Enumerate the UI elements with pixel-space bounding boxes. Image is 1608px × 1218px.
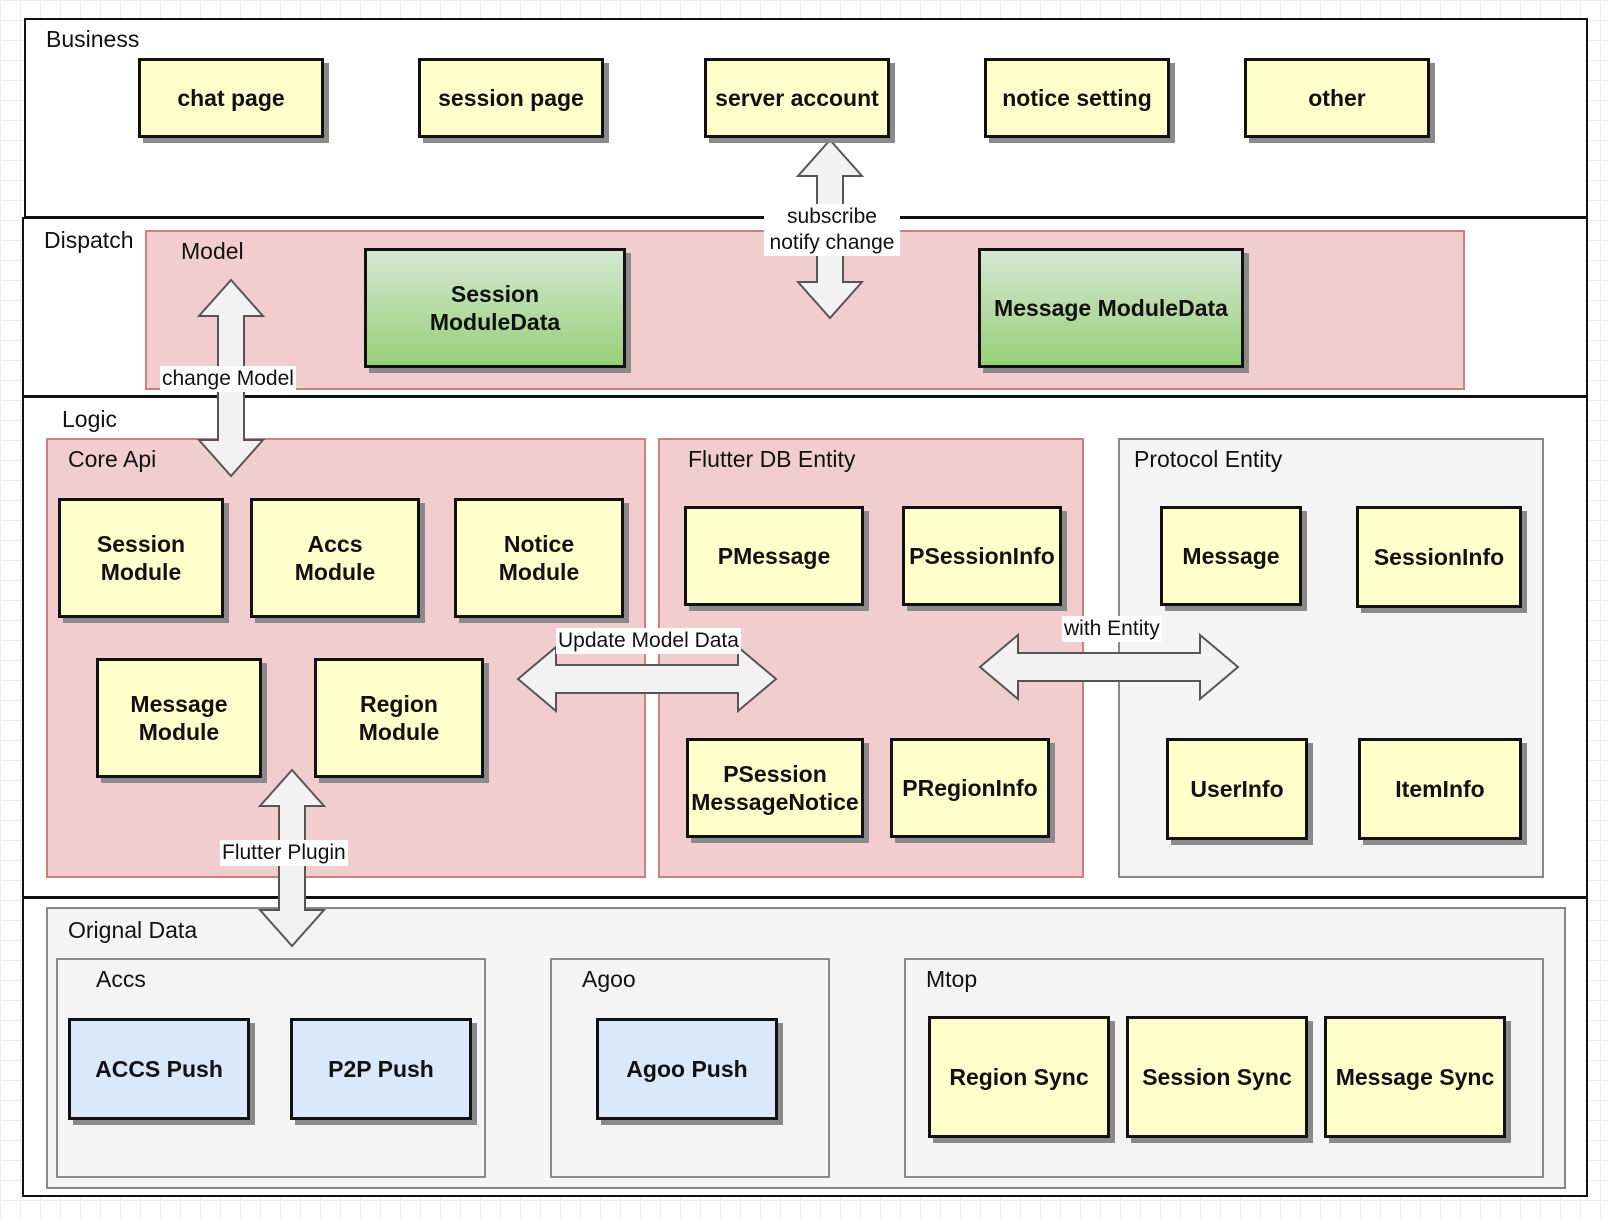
layer-logic-label: Logic [62, 406, 117, 432]
box-message[interactable]: Message [1160, 506, 1302, 606]
box-message-moduledata[interactable]: Message ModuleData [978, 248, 1244, 368]
box-psessioninfo[interactable]: PSessionInfo [902, 506, 1062, 606]
box-chat-page[interactable]: chat page [138, 58, 324, 138]
box-region-sync[interactable]: Region Sync [928, 1016, 1110, 1138]
edge-label-with-entity: with Entity [1062, 616, 1162, 642]
layer-dispatch-label: Dispatch [44, 227, 134, 253]
group-flutter-db-label: Flutter DB Entity [688, 446, 856, 472]
box-session-sync[interactable]: Session Sync [1126, 1016, 1308, 1138]
box-message-module[interactable]: Message Module [96, 658, 262, 778]
box-agoo-push[interactable]: Agoo Push [596, 1018, 778, 1120]
edge-label-change-model: change Model [160, 366, 296, 392]
box-message-sync[interactable]: Message Sync [1324, 1016, 1506, 1138]
group-core-api-label: Core Api [68, 446, 157, 472]
group-original-data-label: Orignal Data [68, 917, 198, 943]
group-model-label: Model [181, 238, 244, 264]
box-accs-module[interactable]: Accs Module [250, 498, 420, 618]
group-protocol-label: Protocol Entity [1134, 446, 1283, 472]
group-accs-label: Accs [96, 966, 146, 992]
box-iteminfo[interactable]: ItemInfo [1358, 738, 1522, 840]
box-other[interactable]: other [1244, 58, 1430, 138]
box-userinfo[interactable]: UserInfo [1166, 738, 1308, 840]
layer-business-label: Business [46, 26, 140, 52]
arrow-update-model [516, 644, 778, 714]
box-p2p-push[interactable]: P2P Push [290, 1018, 472, 1120]
group-mtop-label: Mtop [926, 966, 978, 992]
box-notice-module[interactable]: Notice Module [454, 498, 624, 618]
group-agoo-label: Agoo [582, 966, 636, 992]
box-pregioninfo[interactable]: PRegionInfo [890, 738, 1050, 838]
edge-label-update-model: Update Model Data [556, 628, 741, 654]
edge-label-flutter-plugin: Flutter Plugin [220, 840, 348, 866]
box-pmessage[interactable]: PMessage [684, 506, 864, 606]
edge-label-subscribe: subscribe notify change [764, 204, 900, 256]
box-session-moduledata[interactable]: Session ModuleData [364, 248, 626, 368]
arrow-with-entity [978, 632, 1240, 702]
box-sessioninfo[interactable]: SessionInfo [1356, 506, 1522, 608]
box-accs-push[interactable]: ACCS Push [68, 1018, 250, 1120]
box-region-module[interactable]: Region Module [314, 658, 484, 778]
box-session-module[interactable]: Session Module [58, 498, 224, 618]
box-server-account[interactable]: server account [704, 58, 890, 138]
box-notice-setting[interactable]: notice setting [984, 58, 1170, 138]
box-psession-messagenotice[interactable]: PSession MessageNotice [686, 738, 864, 838]
box-session-page[interactable]: session page [418, 58, 604, 138]
